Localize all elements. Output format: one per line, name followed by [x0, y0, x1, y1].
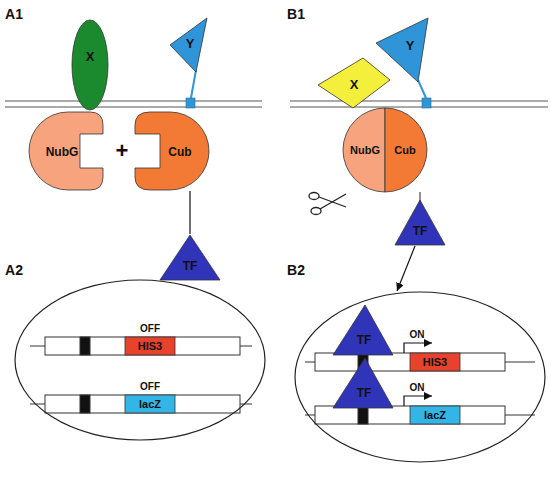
- node-shape: [343, 108, 385, 192]
- cub-domain: Cub: [135, 112, 210, 190]
- node-shape: [29, 112, 103, 190]
- nubg-domain: NubG: [30, 112, 103, 190]
- reporter-gene: HIS3: [125, 337, 175, 355]
- anchor: [186, 70, 431, 108]
- node-shape: [376, 18, 428, 82]
- node-outline: [295, 292, 545, 462]
- connector: [397, 246, 415, 291]
- node-label: Y: [406, 39, 415, 52]
- node-label: Y: [186, 37, 195, 50]
- node-label: Cub: [394, 145, 415, 156]
- node-label: TF: [357, 334, 372, 346]
- yeast-cell: B2TFHIS3TFlacZ: [295, 292, 545, 462]
- y-protein: Y: [168, 18, 208, 74]
- node-shape: [135, 112, 209, 190]
- node-label: lacZ: [139, 399, 161, 410]
- gene-construct: [30, 337, 535, 424]
- node-outline: [333, 358, 393, 408]
- node-shape: [160, 235, 220, 280]
- transcription-factor: TF: [160, 235, 220, 280]
- node-outline: [72, 20, 108, 110]
- transcription-factor: TF: [333, 358, 393, 408]
- node-shape: [410, 353, 460, 371]
- panel-label: A2: [5, 263, 23, 277]
- panel-label: B1: [287, 7, 305, 21]
- node-shape: [333, 305, 393, 355]
- reporter-gene: lacZ: [410, 406, 460, 424]
- node-shape: [410, 406, 460, 424]
- nubg-domain: NubG: [343, 108, 385, 192]
- transcription-factor: TF: [395, 200, 445, 245]
- node-label: lacZ: [424, 410, 446, 421]
- reporter-gene: HIS3: [410, 353, 460, 371]
- state-label: OFF: [140, 382, 160, 392]
- node-shape: [15, 280, 265, 440]
- connector: [189, 191, 190, 234]
- node-label: TF: [183, 260, 198, 272]
- node-outline: [395, 200, 445, 245]
- node-label: NubG: [350, 145, 380, 156]
- node-shape: [395, 200, 445, 245]
- node-outline: [333, 305, 393, 355]
- x-protein: X: [72, 20, 108, 110]
- node-outline: [160, 235, 220, 280]
- scissors: [309, 193, 346, 215]
- node-outline: [15, 280, 265, 440]
- node-shape: [385, 108, 427, 192]
- state-label: OFF: [140, 324, 160, 334]
- node-shape: [170, 18, 207, 72]
- node-shape: [72, 20, 108, 110]
- state-label: ON: [410, 383, 425, 393]
- node-label: TF: [357, 387, 372, 399]
- node-label: X: [350, 78, 359, 91]
- node-label: TF: [413, 225, 428, 237]
- yeast-cell: A2HIS3lacZ: [15, 280, 265, 440]
- node-shape: [125, 395, 175, 413]
- node-label: HIS3: [423, 357, 447, 368]
- node-label: Cub: [168, 146, 191, 158]
- cub-domain: Cub: [385, 108, 430, 192]
- plus-sign: +: [116, 140, 129, 162]
- node-shape: [295, 292, 545, 462]
- x-protein: X: [318, 58, 390, 108]
- reporter-gene: lacZ: [125, 395, 175, 413]
- y-protein: Y: [376, 18, 432, 84]
- node-label: X: [86, 50, 95, 63]
- node-shape: [318, 58, 390, 108]
- node-label: NubG: [46, 146, 79, 158]
- node-label: HIS3: [138, 341, 162, 352]
- state-label: ON: [410, 330, 425, 340]
- node-shape: [333, 358, 393, 408]
- panel-label: A1: [5, 7, 23, 21]
- node-outline: [376, 18, 432, 84]
- transcription-factor: TF: [333, 305, 393, 355]
- panel-label: B2: [287, 263, 305, 277]
- promoter-arrow: [404, 343, 432, 406]
- node-shape: [125, 337, 175, 355]
